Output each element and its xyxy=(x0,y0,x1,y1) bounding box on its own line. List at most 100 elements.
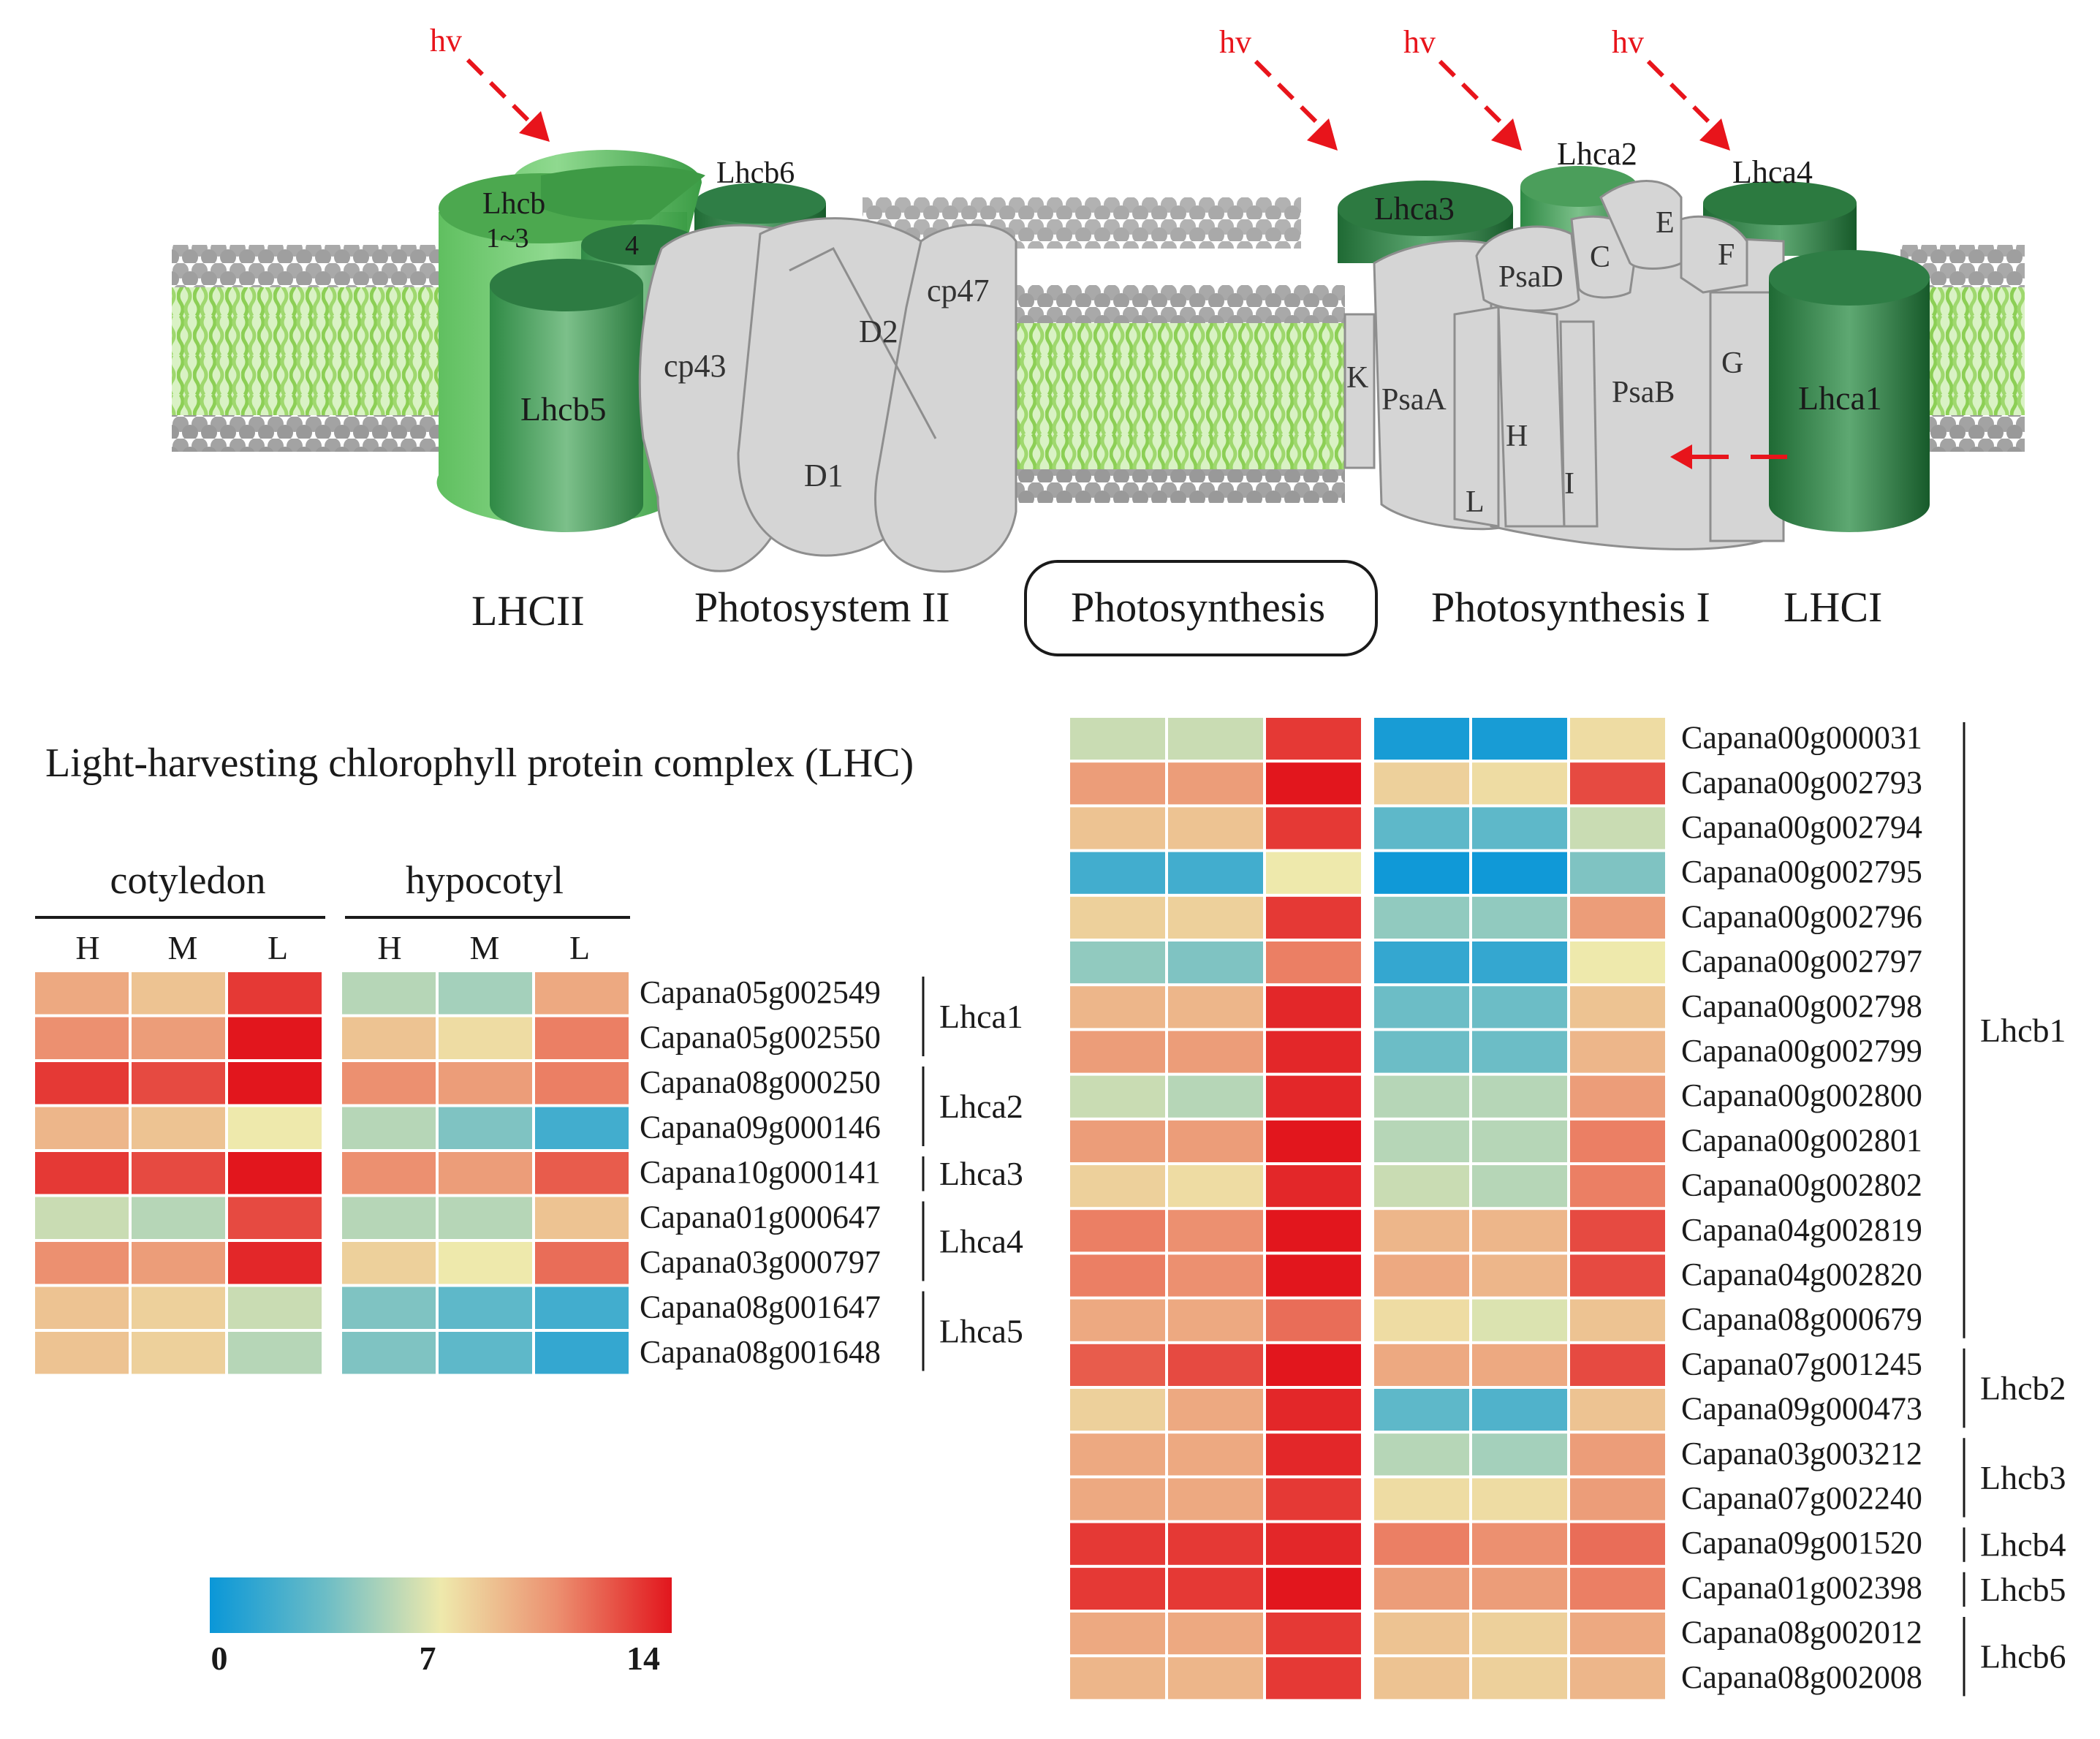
lhca1-cylinder xyxy=(1769,250,1930,532)
heatmap-cell xyxy=(1374,942,1469,984)
condition-label: M xyxy=(168,929,198,966)
gene-label: Capana10g000141 xyxy=(640,1154,881,1190)
heatmap-cell xyxy=(439,1152,532,1194)
heatmap-cell xyxy=(1472,1210,1567,1252)
psag-label: G xyxy=(1721,346,1743,380)
photosynthesis-label: Photosynthesis xyxy=(1071,583,1325,631)
lhcii-label: LHCII xyxy=(471,587,585,634)
heatmap-cell xyxy=(1266,1210,1361,1252)
heatmap-cell xyxy=(1070,1210,1165,1252)
heatmap-cell xyxy=(1374,1478,1469,1520)
psac-label: C xyxy=(1590,240,1610,274)
heatmap-cell xyxy=(439,1242,532,1284)
heatmap-cell xyxy=(1070,942,1165,984)
gene-label: Capana00g002799 xyxy=(1681,1033,1922,1069)
gene-label: Capana09g000146 xyxy=(640,1109,881,1145)
heatmap-cell xyxy=(1570,1254,1665,1297)
gene-label: Capana00g002797 xyxy=(1681,944,1922,980)
group-label: Lhcb6 xyxy=(1980,1638,2066,1675)
heatmap-cell xyxy=(1070,807,1165,849)
light-arrow-3: hv xyxy=(1403,24,1522,151)
heatmap-cell xyxy=(1168,1389,1263,1431)
heatmap-cell xyxy=(1070,986,1165,1028)
heatmap-cell xyxy=(1570,1433,1665,1476)
heatmap-cell xyxy=(535,1107,629,1149)
heatmap-cell xyxy=(1374,1075,1469,1118)
group-label: Lhcb4 xyxy=(1980,1526,2066,1564)
heatmap-cell xyxy=(1570,896,1665,939)
heatmap-cell xyxy=(1070,1120,1165,1162)
heatmap-cell xyxy=(1266,1389,1361,1431)
light-arrow-4: hv xyxy=(1612,24,1730,151)
heatmap-cell xyxy=(1070,1031,1165,1073)
heatmap-cell xyxy=(1168,1210,1263,1252)
heatmap-cell xyxy=(228,1152,322,1194)
heatmap-cell xyxy=(1168,1523,1263,1565)
heatmap-cell xyxy=(228,1017,322,1059)
heatmap-cell xyxy=(439,1107,532,1149)
heatmap-cell xyxy=(1472,1031,1567,1073)
gene-label: Capana00g002794 xyxy=(1681,809,1922,845)
group-label: Lhca1 xyxy=(939,998,1023,1035)
heatmap-cell xyxy=(1070,1075,1165,1118)
heatmap-cell xyxy=(1472,1299,1567,1341)
colorbar-tick-max: 14 xyxy=(626,1640,660,1677)
heatmap-cell xyxy=(1374,1165,1469,1208)
psae-label: E xyxy=(1656,206,1675,240)
heatmap-cell xyxy=(132,972,225,1015)
light-arrows: hv hv hv hv xyxy=(430,23,1787,469)
lhcb5-cylinder xyxy=(490,259,643,532)
heatmap-cell xyxy=(1374,1344,1469,1386)
hv-label-1: hv xyxy=(430,23,462,58)
heatmap-cell xyxy=(228,1287,322,1329)
lhca1-label: Lhca1 xyxy=(1798,379,1882,417)
colorbar: 0 7 14 xyxy=(210,1577,672,1677)
gene-label: Capana00g002796 xyxy=(1681,898,1922,934)
heatmap-cell xyxy=(1266,1613,1361,1655)
lhcb6-label: Lhcb6 xyxy=(716,156,795,190)
heatmap-cell xyxy=(1266,1567,1361,1610)
heatmap-cell xyxy=(1070,1165,1165,1208)
heatmap-cell xyxy=(1168,1165,1263,1208)
heatmap-cell xyxy=(342,1107,436,1149)
condition-label: L xyxy=(268,929,288,966)
heatmap-cell xyxy=(1070,1254,1165,1297)
gene-label: Capana03g003212 xyxy=(1681,1436,1922,1471)
heatmap-cell xyxy=(1266,1523,1361,1565)
heatmap-cell xyxy=(1168,942,1263,984)
gene-label: Capana00g000031 xyxy=(1681,720,1922,756)
heatmap-cell xyxy=(1266,1075,1361,1118)
gene-label: Capana00g002793 xyxy=(1681,765,1922,800)
gene-label: Capana00g002800 xyxy=(1681,1077,1922,1113)
heatmap-cell xyxy=(1570,942,1665,984)
heatmap-cell xyxy=(1070,1433,1165,1476)
heatmap-cell xyxy=(1570,1210,1665,1252)
heatmap-cell xyxy=(1374,807,1469,849)
heatmap-cell xyxy=(1374,986,1469,1028)
gene-label: Capana08g002008 xyxy=(1681,1659,1922,1695)
heatmap-cell xyxy=(342,1152,436,1194)
heatmap-cell xyxy=(1168,807,1263,849)
heatmap-cell xyxy=(1570,1075,1665,1118)
heatmap-cell xyxy=(1070,1389,1165,1431)
gene-label: Capana08g000250 xyxy=(640,1064,881,1100)
group-label: Lhcb5 xyxy=(1980,1571,2066,1608)
heatmap-cell xyxy=(1168,1254,1263,1297)
heatmap-cell xyxy=(439,1287,532,1329)
heatmap-cell xyxy=(535,1062,629,1105)
heatmap-cell xyxy=(1570,1299,1665,1341)
heatmap-cell xyxy=(1570,1478,1665,1520)
heatmap-cell xyxy=(132,1287,225,1329)
heatmap-cell xyxy=(1472,807,1567,849)
heatmap-cell xyxy=(1266,762,1361,805)
heatmap-cell xyxy=(1168,762,1263,805)
heatmap-cell xyxy=(535,1242,629,1284)
heatmap-cell xyxy=(228,1242,322,1284)
heatmap-cell xyxy=(1168,1120,1263,1162)
heatmap-cell xyxy=(1070,762,1165,805)
heatmap-cell xyxy=(1168,718,1263,760)
heatmap-cell xyxy=(1472,1523,1567,1565)
heatmap-cell xyxy=(535,1332,629,1374)
heatmap-cell xyxy=(1472,762,1567,805)
heatmap-cell xyxy=(1168,1075,1263,1118)
